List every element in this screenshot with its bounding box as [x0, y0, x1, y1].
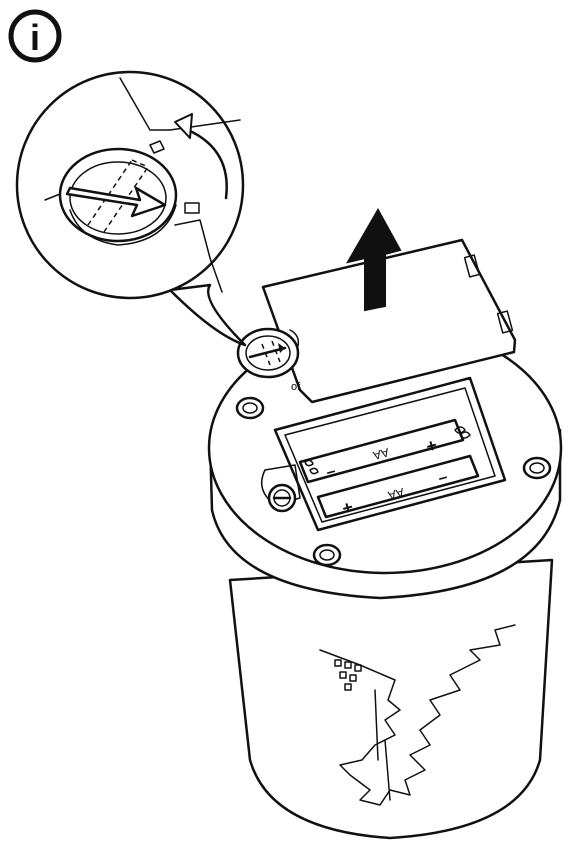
- spring-bottom-left: [304, 459, 319, 475]
- battery-cell-top: AA + –: [298, 418, 465, 484]
- info-icon: i: [8, 9, 62, 63]
- battery-top-plus: +: [424, 435, 439, 457]
- tree-trunk: [374, 689, 391, 801]
- screw-post-bottom: [312, 543, 342, 567]
- lamp-shade: [228, 558, 554, 840]
- battery-top-minus: –: [325, 463, 338, 482]
- battery-bottom-minus: –: [437, 469, 450, 488]
- screw-post-left: [235, 396, 265, 420]
- battery-compartment: AA + – AA + –: [260, 376, 507, 532]
- switch-dial: of: [236, 327, 301, 393]
- lift-arrow-icon: [345, 207, 402, 312]
- zoom-callout: [15, 70, 247, 347]
- tree-decoration: [319, 624, 516, 806]
- battery-cell-bottom: AA + –: [316, 454, 480, 519]
- battery-bottom-label: AA: [386, 485, 405, 503]
- cover-screw: [267, 483, 297, 513]
- lamp-body: AA + – AA + –: [207, 321, 563, 840]
- switch-off-marker: of: [291, 381, 301, 393]
- spring-top-right: [454, 426, 471, 439]
- screw-post-right: [522, 456, 552, 480]
- rotate-arrow-icon: [186, 128, 228, 200]
- battery-cover: [261, 238, 517, 404]
- battery-top-label: AA: [371, 445, 390, 463]
- light-holes: [334, 659, 362, 691]
- dial-arrow-icon: [65, 186, 167, 218]
- battery-bottom-plus: +: [340, 497, 355, 519]
- info-icon-glyph: i: [30, 17, 40, 58]
